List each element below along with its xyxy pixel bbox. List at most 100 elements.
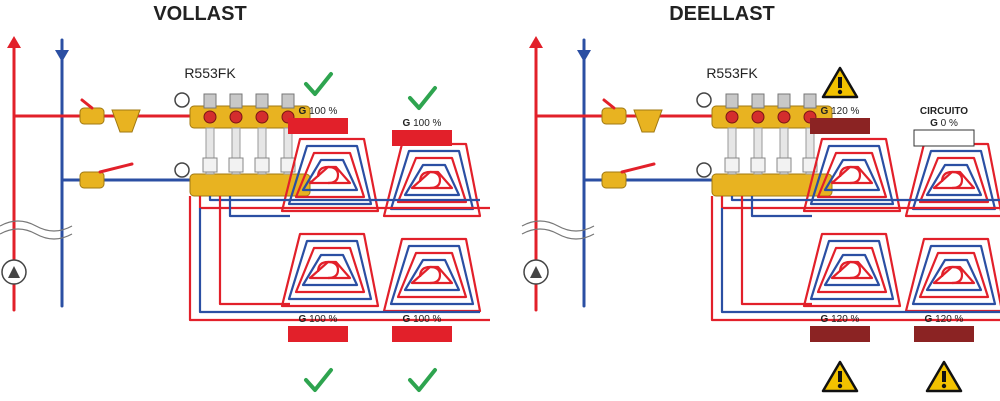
arrow-down-icon — [55, 50, 69, 62]
pressure-gauge-icon — [174, 92, 190, 108]
valve-cap — [803, 93, 817, 109]
coil-loop — [287, 239, 373, 301]
ball-valve — [79, 107, 105, 125]
circuit-status: G 100 % — [392, 314, 452, 342]
pump-arrow — [8, 266, 20, 278]
valve-handle — [620, 162, 656, 174]
flow-tube — [753, 127, 763, 175]
circuit-status: G 100 % — [288, 314, 348, 342]
flow-tube — [205, 127, 215, 175]
flow-readout: G 100 % — [299, 314, 338, 325]
flow-meter — [751, 110, 765, 124]
coil-loop — [904, 142, 1000, 218]
pipe-break — [0, 228, 73, 240]
actuator — [750, 157, 766, 173]
coil-loop — [403, 163, 461, 197]
circuit-pipe — [740, 196, 812, 306]
supply-manifold-bar — [711, 105, 833, 129]
coil-loop — [809, 144, 895, 206]
valve-handle — [602, 98, 616, 110]
flow-tube — [779, 127, 789, 175]
flow-bar — [810, 326, 870, 342]
arrow-up-icon — [529, 36, 543, 48]
pipe-break — [0, 220, 73, 232]
coil-center — [316, 260, 340, 280]
manifold-model: R553FK — [706, 65, 758, 81]
coil-center — [838, 260, 862, 280]
check-icon — [304, 368, 333, 392]
coil-loop — [802, 137, 902, 213]
flow-bar — [914, 326, 974, 342]
coil-center — [418, 265, 442, 285]
flow-tube — [727, 127, 737, 175]
circuit-pipe — [188, 196, 490, 322]
check-icon — [408, 86, 437, 110]
coil-center — [940, 265, 964, 285]
flow-bar — [913, 129, 975, 147]
check-icon — [304, 72, 333, 96]
valve-cap — [725, 93, 739, 109]
circuit-pipe — [218, 196, 290, 306]
valve-cap — [203, 93, 217, 109]
actuator — [254, 157, 270, 173]
pump-arrow — [530, 266, 542, 278]
floor-heating-coil — [904, 237, 1000, 313]
thermometer-icon — [696, 162, 712, 178]
flow-bar — [288, 326, 348, 342]
panel-title: DEELLAST — [669, 3, 775, 25]
coil-loop — [904, 237, 1000, 313]
flow-readout: G 120 % — [821, 106, 860, 117]
flow-readout: G 120 % — [925, 314, 964, 325]
pipe-break — [521, 220, 595, 232]
coil-loop — [280, 232, 380, 308]
coil-loop — [287, 144, 373, 206]
valve-cap — [255, 93, 269, 109]
circuit-pipe — [198, 208, 480, 314]
return-manifold-bar — [189, 173, 311, 197]
coil-loop — [809, 239, 895, 301]
coil-loop — [823, 158, 881, 192]
circuit-label: CIRCUITO — [920, 106, 968, 117]
circuit-status: G 120 % — [810, 314, 870, 342]
actuator — [724, 157, 740, 173]
coil-loop — [301, 158, 359, 192]
flow-readout: G 120 % — [821, 314, 860, 325]
flow-tube — [257, 127, 267, 175]
coil-loop — [925, 163, 983, 197]
ball-valve — [601, 171, 627, 189]
main-risers — [0, 36, 73, 312]
coil-loop — [802, 232, 902, 308]
floor-heating-coil — [802, 137, 902, 213]
circuit-pipe — [710, 196, 1000, 322]
coil-center — [838, 165, 862, 185]
valve-handle — [98, 162, 134, 174]
flow-meter — [255, 110, 269, 124]
circuit-status: G 120 % — [810, 106, 870, 134]
supply-manifold-bar — [189, 105, 311, 129]
coil-loop — [925, 258, 983, 292]
coil-loop — [389, 244, 475, 306]
circuit-status: G 100 % — [288, 106, 348, 134]
coil-loop — [823, 253, 881, 287]
coil-loop — [816, 246, 888, 294]
floor-heating-coil — [382, 142, 482, 218]
arrow-up-icon — [7, 36, 21, 48]
actuator — [776, 157, 792, 173]
valve-cap — [281, 93, 295, 109]
coil-loop — [403, 258, 461, 292]
coil-loop — [911, 244, 997, 306]
manifold — [696, 92, 833, 197]
flow-readout: G 100 % — [299, 106, 338, 117]
panel-title: VOLLAST — [153, 3, 246, 25]
circuit-status: G 120 % — [914, 314, 974, 342]
main-risers — [521, 36, 595, 312]
thermometer-icon — [174, 162, 190, 178]
floor-heating-coil — [280, 232, 380, 308]
coil-loop — [396, 251, 468, 299]
circuit-pipe — [750, 196, 812, 218]
flow-bar — [392, 326, 452, 342]
circuit-pipe — [730, 196, 1000, 202]
